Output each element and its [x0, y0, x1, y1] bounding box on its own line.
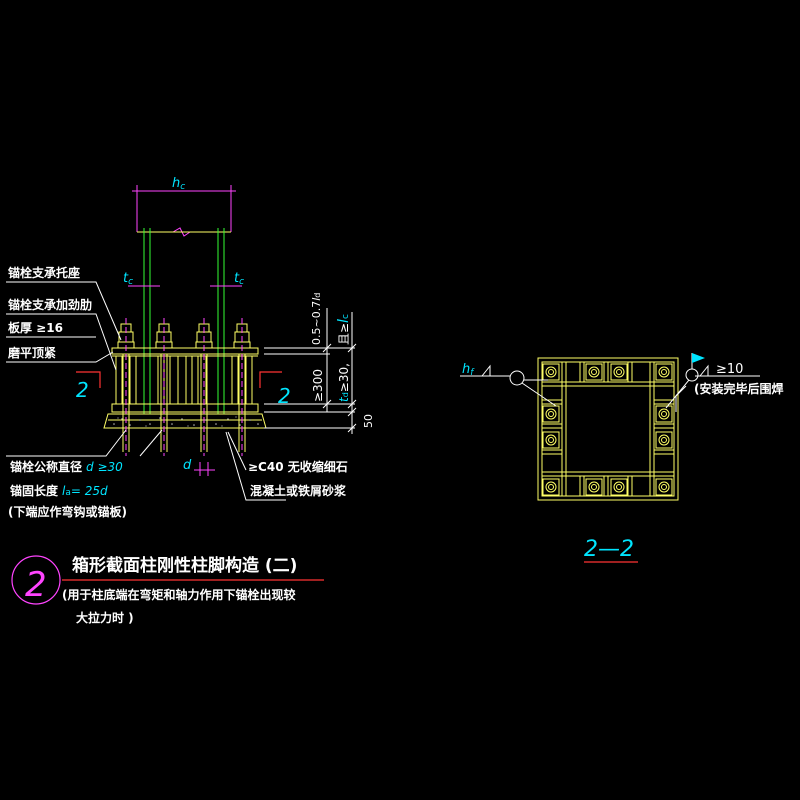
bolt-nut — [655, 405, 673, 423]
label-hook-note: (下端应作弯钩或锚板) — [8, 504, 127, 519]
dim-hc — [132, 185, 236, 237]
section-2-2-detail: hf ≥10 (安装完毕后围焊 2—2 — [460, 353, 784, 563]
title-note-2: 大拉力时 ) — [76, 610, 134, 625]
dim-hc-label: hc — [172, 176, 185, 192]
bolt-nut — [585, 478, 603, 496]
dim-ld30-label: td≥30, — [337, 363, 351, 402]
dim-d-label: d — [183, 458, 192, 473]
weld-hf-label: hf — [462, 362, 475, 378]
dim-d — [194, 462, 215, 476]
leader-lines — [6, 281, 286, 501]
bolt-nut — [655, 431, 673, 449]
bolt-nut — [542, 363, 560, 381]
bolt-nut — [542, 405, 560, 423]
weld-note-label: (安装完毕后围焊 — [694, 381, 784, 396]
label-grout-1: ≥C40 无收缩细石 — [248, 459, 348, 474]
bolt-nut — [585, 363, 603, 381]
bolt-nut — [542, 478, 560, 496]
dim-ge-lc-label: 且≥lc — [336, 314, 352, 345]
section-title: 2—2 — [584, 537, 634, 562]
dim-top-label: 0.5~0.7ld — [310, 293, 323, 345]
title-number: 2 — [25, 565, 47, 605]
bolt-nut — [610, 478, 628, 496]
anchor-bolt — [233, 323, 251, 452]
column-walls — [143, 228, 225, 414]
elevation-detail: hc tc tc — [6, 176, 375, 519]
dim-50-label: 50 — [362, 414, 375, 428]
bolt-nut — [542, 431, 560, 449]
section-mark-left: 2 — [76, 378, 89, 402]
title-number-circle — [11, 555, 61, 605]
title-note-1: (用于柱底端在弯矩和轴力作用下锚栓出现较 — [62, 587, 296, 602]
weld-symbol-left — [460, 364, 557, 407]
stiffeners — [115, 356, 253, 404]
title-text: 箱形截面柱刚性柱脚构造 (二) — [72, 555, 297, 576]
flag-icon — [692, 353, 705, 363]
bolt-nut — [655, 478, 673, 496]
title-block: 2 箱形截面柱刚性柱脚构造 (二) (用于柱底端在弯矩和轴力作用下锚栓出现较 大… — [11, 555, 324, 625]
label-grout-2: 混凝土或铁屑砂浆 — [250, 483, 347, 498]
bolt-nut — [610, 363, 628, 381]
section-cut-marks — [76, 371, 282, 388]
right-dimensions — [264, 308, 357, 434]
tc-left-label: tc — [123, 271, 133, 287]
bracket-top-plate — [111, 347, 259, 357]
label-stiffener: 锚栓支承加劲肋 — [8, 297, 92, 312]
base-plate — [108, 403, 262, 421]
anchor-bolts — [117, 323, 251, 452]
bolt-nut — [655, 363, 673, 381]
grout-layer — [103, 413, 267, 429]
label-plate-thickness: 板厚 ≥16 — [8, 320, 63, 335]
label-milled: 磨平顶紧 — [7, 345, 56, 360]
tc-right-label: tc — [234, 271, 244, 287]
anchor-bolt — [117, 323, 135, 452]
label-bracket: 锚栓支承托座 — [8, 265, 80, 280]
section-bolts — [542, 363, 673, 496]
dim-300-label: ≥300 — [311, 369, 325, 402]
weld-ge10-label: ≥10 — [716, 362, 743, 377]
section-mark-right: 2 — [278, 384, 291, 408]
bolt-centerlines — [125, 318, 243, 456]
section-outline — [537, 357, 679, 501]
